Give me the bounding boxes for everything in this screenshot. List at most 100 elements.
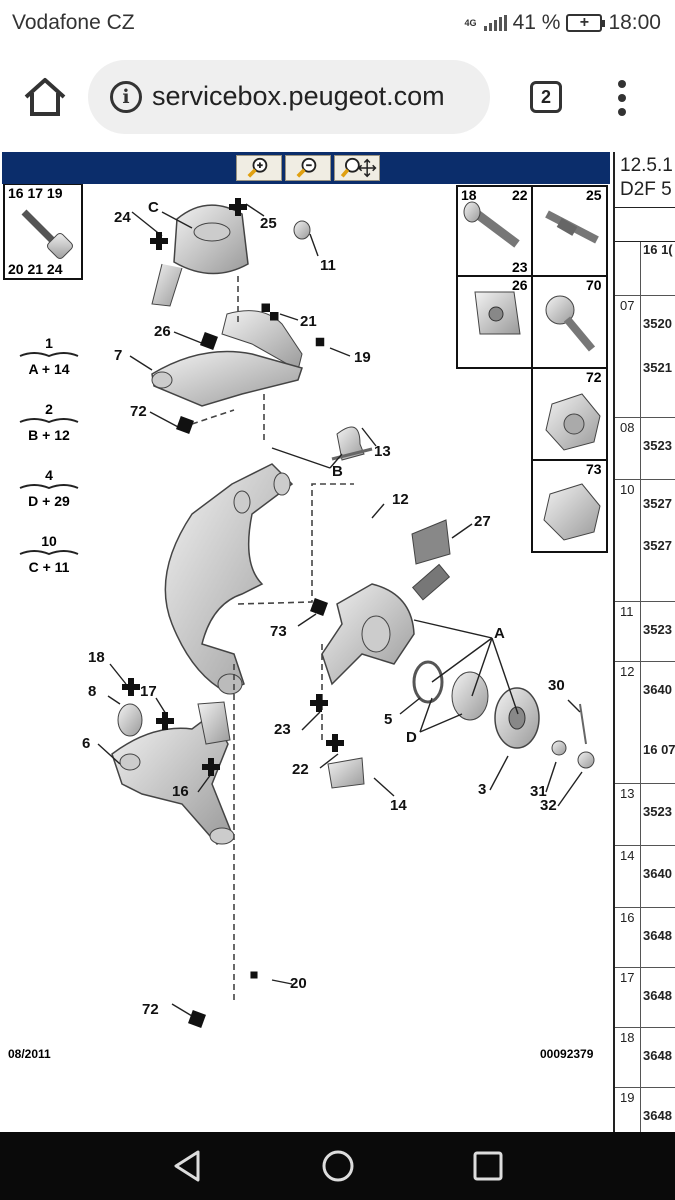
row-number: 18 — [615, 1028, 641, 1087]
browser-toolbar: i servicebox.peugeot.com 2 — [0, 46, 675, 146]
table-row[interactable]: 16 3648 — [615, 908, 675, 968]
recents-icon[interactable] — [468, 1146, 508, 1186]
web-content: 16 17 19 20 21 24 18 22 25 23 26 70 72 7… — [0, 146, 675, 1132]
svg-text:18: 18 — [461, 187, 477, 203]
knuckle-housing — [164, 426, 373, 695]
svg-text:2: 2 — [45, 401, 53, 417]
table-row[interactable]: 13 3523 — [615, 784, 675, 846]
svg-text:7: 7 — [114, 347, 122, 364]
svg-text:21: 21 — [300, 313, 317, 330]
svg-text:11: 11 — [320, 257, 336, 274]
upper-arm — [151, 310, 303, 407]
svg-text:8: 8 — [88, 683, 96, 700]
zoom-pan-icon[interactable] — [334, 155, 380, 181]
torque-group-10: 10 C + 11 — [19, 533, 79, 575]
svg-text:32: 32 — [540, 797, 557, 814]
diagram-markers — [122, 198, 344, 1028]
svg-text:C: C — [148, 199, 159, 216]
svg-text:73: 73 — [586, 461, 602, 477]
svg-text:25: 25 — [260, 215, 277, 232]
overflow-menu-icon[interactable] — [612, 80, 632, 116]
parts-table: 12.5.1 D2F 5 16 1( 07 3520 3521 08 3523 … — [613, 152, 675, 1132]
svg-text:13: 13 — [374, 443, 391, 460]
svg-text:19: 19 — [354, 349, 371, 366]
table-row[interactable]: 11 3523 — [615, 602, 675, 662]
svg-text:10: 10 — [41, 533, 57, 549]
detail-grid-fasteners: 18 22 25 23 26 70 72 73 — [456, 185, 608, 553]
svg-text:D: D — [406, 729, 417, 746]
tab-switcher-button[interactable]: 2 — [530, 81, 562, 113]
back-icon[interactable] — [168, 1146, 208, 1186]
svg-text:24: 24 — [114, 209, 131, 226]
signal-icon — [483, 15, 507, 31]
viewer-toolbar — [2, 152, 610, 184]
part-code: 3648 — [643, 988, 672, 1003]
leader-lines — [97, 203, 583, 1017]
drawing-reference: 00092379 — [540, 1047, 594, 1061]
svg-text:72: 72 — [586, 369, 602, 385]
battery-icon: + — [566, 14, 606, 32]
parts-table-header: 12.5.1 D2F 5 — [615, 152, 675, 208]
svg-text:A + 14: A + 14 — [28, 361, 69, 377]
part-code: 3527 — [643, 496, 672, 511]
svg-text:26: 26 — [154, 323, 171, 340]
svg-text:B + 12: B + 12 — [28, 427, 70, 443]
svg-text:3: 3 — [478, 781, 486, 798]
svg-text:1: 1 — [45, 335, 53, 351]
upper-mount — [151, 204, 311, 307]
part-code: 3523 — [643, 438, 672, 453]
svg-text:31: 31 — [530, 783, 547, 800]
svg-text:6: 6 — [82, 735, 90, 752]
part-code: 3527 — [643, 538, 672, 553]
table-row[interactable]: 16 1( — [615, 242, 675, 296]
zoom-out-icon[interactable] — [285, 155, 331, 181]
info-icon[interactable]: i — [110, 81, 142, 113]
table-row[interactable]: 10 3527 3527 — [615, 480, 675, 602]
table-row[interactable]: 17 3648 — [615, 968, 675, 1028]
part-code: 3640 — [643, 866, 672, 881]
zoom-in-icon[interactable] — [236, 155, 282, 181]
part-code: 3521 — [643, 360, 672, 375]
table-row[interactable]: 18 3648 — [615, 1028, 675, 1088]
svg-text:14: 14 — [390, 797, 407, 814]
torque-legend: 1 A + 14 2 B + 12 4D + 29 10 C + 11 — [19, 335, 79, 575]
detail-box-bolt: 16 17 19 20 21 24 — [3, 184, 83, 280]
svg-text:16: 16 — [172, 783, 189, 800]
table-row[interactable]: 07 3520 3521 — [615, 296, 675, 418]
table-row[interactable]: 19 3648 — [615, 1088, 675, 1132]
torque-group-4: 4D + 29 — [19, 467, 79, 509]
svg-text:C + 11: C + 11 — [29, 559, 70, 575]
callout-labels: C 24 25 11 21 26 19 7 72 13 B 12 27 73 A… — [82, 199, 565, 1018]
suspension-diagram: 16 17 19 20 21 24 18 22 25 23 26 70 72 7… — [3, 184, 608, 1061]
svg-text:17: 17 — [140, 683, 157, 700]
url-text[interactable]: servicebox.peugeot.com — [152, 81, 445, 111]
status-bar: Vodafone CZ 4G 41 % + 18:00 — [0, 0, 675, 46]
address-bar[interactable]: i servicebox.peugeot.com — [88, 60, 490, 134]
svg-text:22: 22 — [292, 761, 309, 778]
row-number: 08 — [615, 418, 641, 479]
parts-table-subheader — [615, 208, 675, 242]
svg-text:20: 20 — [290, 975, 307, 992]
home-circle-icon[interactable] — [318, 1146, 358, 1186]
part-code: 3640 — [643, 682, 672, 697]
home-icon[interactable] — [22, 76, 68, 118]
table-row[interactable]: 14 3640 — [615, 846, 675, 908]
row-number: 07 — [615, 296, 641, 417]
part-code: 16 07 — [643, 742, 675, 757]
svg-text:72: 72 — [130, 403, 147, 420]
carrier-name: Vodafone CZ — [12, 11, 135, 34]
svg-text:27: 27 — [474, 513, 491, 530]
svg-text:D + 29: D + 29 — [28, 493, 70, 509]
drawing-date: 08/2011 — [8, 1047, 51, 1061]
table-row[interactable]: 12 3640 16 07 — [615, 662, 675, 784]
row-number: 11 — [615, 602, 641, 661]
part-code: 3648 — [643, 1048, 672, 1063]
table-row[interactable]: 08 3523 — [615, 418, 675, 480]
svg-text:18: 18 — [88, 649, 105, 666]
clock: 18:00 — [608, 11, 661, 34]
svg-text:26: 26 — [512, 277, 528, 293]
row-number: 13 — [615, 784, 641, 845]
svg-text:72: 72 — [142, 1001, 159, 1018]
svg-text:22: 22 — [512, 187, 528, 203]
part-code: 16 1( — [643, 242, 673, 257]
